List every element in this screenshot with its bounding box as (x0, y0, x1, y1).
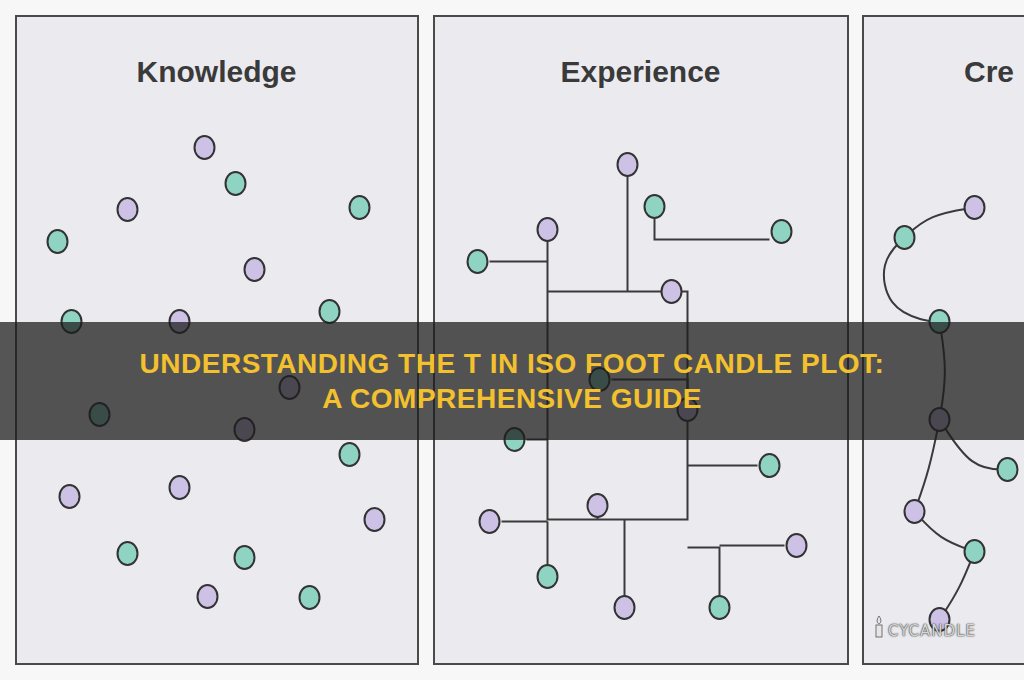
dot (787, 534, 807, 557)
dot (350, 196, 370, 219)
dot (235, 546, 255, 569)
dot (468, 250, 488, 273)
dot (60, 485, 80, 508)
title-banner: UNDERSTANDING THE T IN ISO FOOT CANDLE P… (0, 322, 1024, 440)
dot (538, 565, 558, 588)
connecting-line (688, 465, 758, 467)
dot (195, 136, 215, 159)
connecting-line (502, 521, 548, 523)
panel-heading: Knowledge (136, 55, 296, 88)
dot (118, 542, 138, 565)
dot (198, 585, 218, 608)
dot (895, 226, 915, 249)
connecting-line (490, 261, 548, 263)
candle-icon (868, 614, 890, 640)
dot (772, 220, 792, 243)
dot (588, 494, 608, 517)
dot (905, 500, 925, 523)
dot (998, 458, 1018, 481)
connecting-line (624, 520, 626, 596)
dot (615, 596, 635, 619)
dot (48, 230, 68, 253)
watermark-text: CYCANDLE (888, 622, 976, 640)
dot (710, 596, 730, 619)
dot (538, 218, 558, 241)
dot (365, 508, 385, 531)
dot (965, 540, 985, 563)
connecting-line (627, 177, 629, 292)
connecting-line (655, 219, 770, 240)
dot (662, 280, 682, 303)
connecting-line (720, 545, 785, 547)
connecting-line (905, 208, 975, 238)
connecting-line (884, 238, 940, 322)
dot (320, 300, 340, 323)
dot (226, 172, 246, 195)
dot (965, 196, 985, 219)
panel-heading: Experience (560, 55, 720, 88)
dot (118, 198, 138, 221)
dot (618, 153, 638, 176)
title-text: UNDERSTANDING THE T IN ISO FOOT CANDLE P… (132, 346, 892, 416)
panel-heading: Cre (964, 55, 1014, 88)
watermark: CYCANDLE (888, 622, 976, 640)
connecting-line (547, 522, 549, 565)
dot (170, 476, 190, 499)
dot (645, 195, 665, 218)
dot (760, 454, 780, 477)
dot (300, 586, 320, 609)
dot (340, 443, 360, 466)
dot (245, 258, 265, 281)
connecting-line (688, 548, 720, 596)
dot (480, 510, 500, 533)
